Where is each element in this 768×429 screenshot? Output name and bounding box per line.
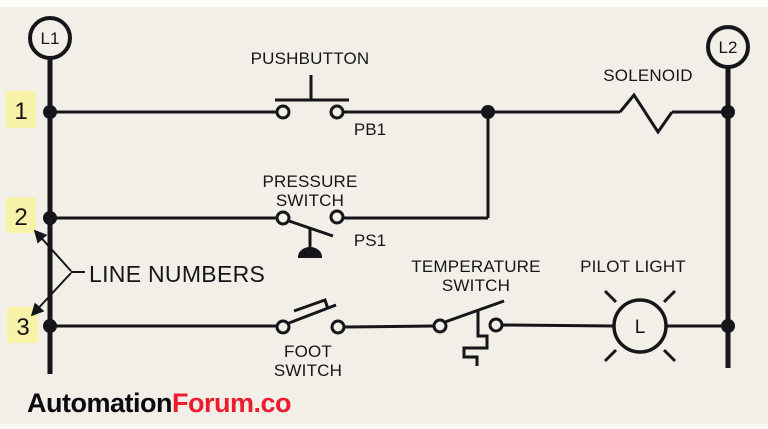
scan-edge-bottom [0, 424, 768, 429]
watermark: AutomationForum.co [27, 388, 292, 419]
line-number-1-text: 1 [14, 98, 27, 125]
foot-switch-label-line2: SWITCH [274, 361, 342, 380]
temperature-switch-label-line1: TEMPERATURE [411, 257, 540, 276]
pilot-light-symbol: L [603, 289, 677, 363]
callout-arrow-to-3 [30, 272, 72, 317]
watermark-prefix: Automation [27, 388, 172, 418]
pilot-light-label: PILOT LIGHT [580, 257, 686, 276]
pressure-switch-symbol [275, 209, 345, 258]
callout-arrow-to-2 [33, 229, 72, 272]
foot-switch-symbol [275, 298, 346, 335]
l1-terminal-label: L1 [41, 29, 60, 48]
pilot-light-letter: L [635, 317, 646, 338]
line-numbers-label: LINE NUMBERS [89, 261, 265, 287]
line-number-2-highlight [6, 197, 36, 233]
pressure-switch-label-line2: SWITCH [276, 191, 344, 210]
solenoid-symbol [618, 92, 674, 135]
line-number-3-highlight [7, 307, 38, 343]
foot-switch-label-line1: FOOT [284, 342, 332, 361]
pushbutton-label: PUSHBUTTON [251, 49, 370, 68]
junction-dot-rung1 [481, 105, 495, 119]
l2-terminal-circle [706, 25, 750, 69]
l1-terminal-circle [28, 16, 72, 60]
temperature-switch-symbol [432, 299, 505, 366]
l1-terminal: L1 [28, 16, 72, 60]
watermark-suffix: Forum.co [171, 388, 292, 418]
scan-edge-top [0, 0, 768, 7]
line-number-1-highlight [6, 91, 36, 128]
line-number-1: 1 [6, 91, 36, 128]
junction-dot-rail-left-rung1 [43, 105, 57, 119]
line-numbers-callout: LINE NUMBERS [30, 229, 265, 317]
line-number-2: 2 [6, 197, 36, 233]
ps1-tag: PS1 [354, 231, 386, 250]
pilot-light-rays [603, 289, 677, 363]
junction-dot-rail-right-rung1 [721, 105, 735, 119]
l2-terminal-label: L2 [719, 38, 738, 57]
rung-3-wires [52, 323, 726, 329]
line-number-2-text: 2 [14, 204, 27, 231]
pushbutton-symbol [275, 75, 349, 120]
pressure-switch-label-line1: PRESSURE [262, 172, 357, 191]
temperature-switch-label-line2: SWITCH [442, 276, 510, 295]
junction-dot-rail-left-rung2 [43, 211, 57, 225]
solenoid-label: SOLENOID [603, 66, 692, 85]
junction-dot-rail-right-rung3 [721, 319, 735, 333]
junction-dot-rail-left-rung3 [43, 319, 57, 333]
l2-terminal: L2 [706, 25, 750, 69]
line-number-3: 3 [7, 307, 38, 343]
line-number-3-text: 3 [16, 314, 29, 341]
pb1-tag: PB1 [354, 120, 386, 139]
